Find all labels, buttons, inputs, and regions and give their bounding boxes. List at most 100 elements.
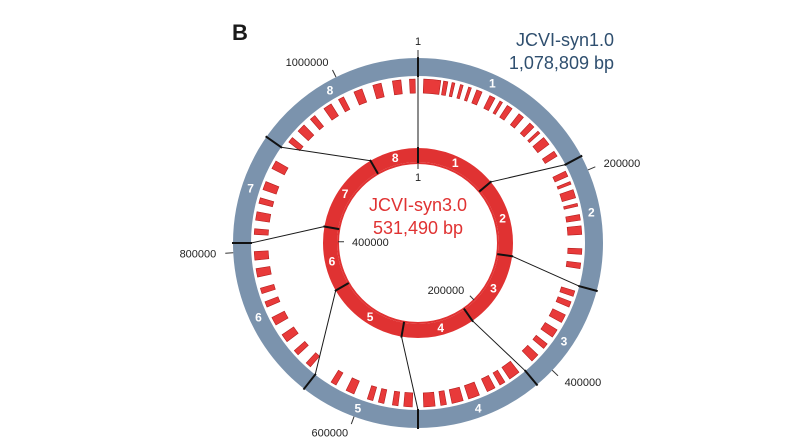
gene-block <box>559 286 576 297</box>
outer-position-tick <box>332 69 337 78</box>
gene-block <box>448 386 464 404</box>
inner-position-label: 200000 <box>428 285 465 297</box>
gene-block <box>559 189 577 203</box>
gene-block <box>271 310 289 326</box>
gene-block <box>409 78 416 94</box>
connector-6 <box>314 290 337 375</box>
gene-block <box>271 160 289 176</box>
gene-block <box>262 181 280 195</box>
gene-block <box>563 202 579 210</box>
inner-boundary-4 <box>463 307 474 323</box>
gene-block <box>552 170 569 183</box>
outer-position-tick <box>587 166 596 171</box>
gene-block <box>392 79 403 96</box>
gene-block <box>492 369 506 386</box>
inner-boundary-6 <box>334 282 350 292</box>
gene-block <box>463 86 472 102</box>
outer-position-tick <box>551 369 559 377</box>
gene-block <box>509 113 524 129</box>
outer-position-labels: 1 200000 400000 600000 800000 1000000 <box>180 36 641 440</box>
gene-block <box>548 308 566 323</box>
outer-segment-label-3: 3 <box>561 334 568 348</box>
outer-position-label: 800000 <box>180 249 217 261</box>
gene-block <box>422 78 442 95</box>
gene-block <box>330 369 344 386</box>
gene-block <box>293 340 309 356</box>
outer-segment-boundaries <box>232 57 598 429</box>
connector-3 <box>511 255 580 287</box>
gene-block <box>532 334 548 349</box>
gene-block <box>392 390 401 407</box>
gene-block <box>441 80 449 96</box>
gene-block <box>255 211 272 223</box>
outer-position-label: 400000 <box>565 377 602 389</box>
gene-block <box>253 250 270 261</box>
gene-block <box>501 360 520 380</box>
gene-block <box>422 391 436 408</box>
gene-block <box>463 381 480 400</box>
inner-segment-label-5: 5 <box>367 310 374 324</box>
gene-block <box>366 385 378 402</box>
gene-block <box>499 105 513 121</box>
gene-block <box>353 88 368 106</box>
outer-segment-label-5: 5 <box>354 401 361 415</box>
gene-block <box>456 84 464 100</box>
connector-4 <box>472 320 526 372</box>
gene-block <box>448 82 456 98</box>
gene-block <box>297 124 315 142</box>
gene-block <box>483 95 496 111</box>
gene-block <box>259 283 276 295</box>
inner-position-label: 1 <box>415 172 421 184</box>
outer-boundary-3 <box>578 284 598 293</box>
gene-block <box>438 390 447 406</box>
gene-block <box>555 296 572 308</box>
gene-block <box>565 214 581 223</box>
inner-position-labels: 1 200000 400000 <box>338 162 475 301</box>
gene-block <box>403 392 414 408</box>
inner-segment-label-7: 7 <box>342 187 349 201</box>
inner-segment-label-3: 3 <box>490 281 497 295</box>
inner-boundary-7 <box>323 225 340 231</box>
outer-position-label: 1000000 <box>286 57 329 69</box>
outer-position-label: 600000 <box>311 428 348 440</box>
gene-block <box>253 228 269 236</box>
gene-block <box>258 197 275 208</box>
outer-segment-label-7: 7 <box>247 182 254 196</box>
outer-position-label: 1 <box>415 36 421 48</box>
inner-position-label: 400000 <box>352 237 389 249</box>
inner-boundary-5 <box>400 321 406 338</box>
panel-label: B <box>232 20 248 45</box>
gene-block <box>492 100 503 115</box>
gene-block <box>480 375 496 393</box>
connector-5 <box>401 336 419 411</box>
inner-genome-size: 531,490 bp <box>373 218 463 238</box>
segment-connectors <box>250 76 580 411</box>
outer-boundary-2 <box>564 154 583 166</box>
gene-block <box>309 115 325 131</box>
outer-position-tick <box>350 416 355 425</box>
connector-2 <box>490 164 566 183</box>
gene-block <box>565 260 582 269</box>
inner-segment-label-1: 1 <box>452 156 459 170</box>
outer-position-label: 200000 <box>604 158 641 170</box>
gene-block <box>540 322 558 338</box>
inner-segment-label-6: 6 <box>329 254 336 268</box>
gene-block <box>541 150 558 164</box>
outer-segment-label-6: 6 <box>255 310 262 324</box>
gene-block <box>281 326 299 343</box>
gene-block <box>527 130 541 144</box>
gene-block <box>377 388 388 404</box>
outer-genome-name: JCVI-syn1.0 <box>516 30 614 50</box>
gene-block <box>345 377 360 395</box>
outer-segment-label-2: 2 <box>588 205 595 219</box>
inner-position-tick <box>469 295 475 301</box>
outer-boundary-8 <box>265 135 283 149</box>
outer-gene-track <box>253 78 583 408</box>
gene-block <box>471 89 483 106</box>
gene-block <box>519 122 535 138</box>
gene-block <box>567 247 583 255</box>
outer-segment-label-1: 1 <box>489 76 496 90</box>
